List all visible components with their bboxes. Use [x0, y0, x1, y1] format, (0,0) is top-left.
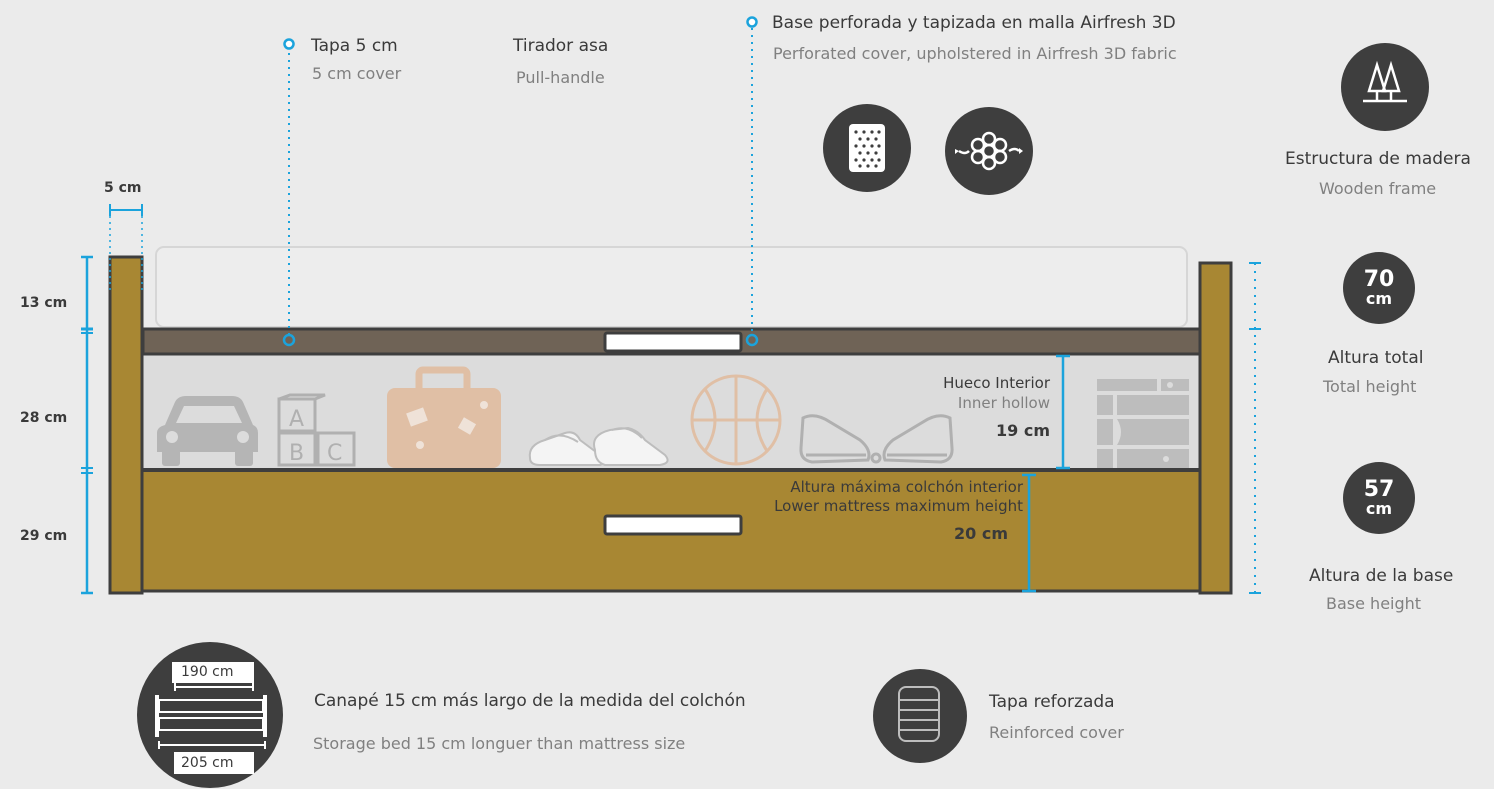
svg-text:B: B	[289, 441, 304, 466]
base-label: Base perforada y tapizada en malla Airfr…	[772, 13, 1176, 33]
inner-hollow-label-en: Inner hollow	[957, 394, 1050, 412]
slippers-icon	[528, 426, 669, 466]
lower-mattress-value: 20 cm	[954, 524, 1008, 543]
bed-length-label: 205 cm	[181, 755, 234, 771]
length-label: Canapé 15 cm más largo de la medida del …	[314, 691, 746, 711]
cover-label: Tapa 5 cm	[311, 36, 398, 56]
base-height-value: 57	[1363, 477, 1395, 502]
total-height-value: 70	[1363, 267, 1395, 292]
books-icon	[1097, 379, 1189, 468]
airflow-icon	[945, 107, 1033, 195]
suitcase-icon	[387, 366, 501, 468]
handle-label-en: Pull-handle	[516, 68, 605, 87]
hollow-section-label: 28 cm	[20, 410, 68, 426]
right-leg	[1198, 261, 1233, 595]
lower-mattress-label: Altura máxima colchón interior	[790, 478, 1023, 496]
reinforced-cover-icon	[873, 669, 967, 763]
base-height-label-en: Base height	[1326, 594, 1422, 613]
base-label-en: Perforated cover, upholstered in Airfres…	[773, 44, 1177, 63]
mattress-length-label: 190 cm	[181, 664, 234, 680]
reinforced-label: Tapa reforzada	[989, 692, 1115, 712]
reinforced-label-en: Reinforced cover	[989, 723, 1124, 742]
base-height-badge: 57 cm	[1343, 462, 1415, 534]
lid-handle	[603, 331, 743, 353]
mattress	[155, 246, 1188, 328]
lower-mattress-label-en: Lower mattress maximum height	[774, 497, 1023, 515]
length-label-en: Storage bed 15 cm longuer than mattress …	[313, 734, 686, 753]
leg-width-label: 5 cm	[104, 180, 142, 196]
base-height-label: Altura de la base	[1309, 566, 1454, 586]
base-height-unit: cm	[1365, 499, 1393, 518]
mattress-height-label: 13 cm	[20, 295, 68, 311]
tree-icon	[1341, 43, 1429, 131]
total-height-label: Altura total	[1328, 348, 1424, 368]
frame-label: Estructura de madera	[1285, 149, 1471, 169]
perforated-fabric-icon	[823, 104, 911, 192]
frame-label-en: Wooden frame	[1319, 179, 1437, 198]
handle-label: Tirador asa	[513, 36, 609, 56]
total-height-badge: 70 cm	[1343, 252, 1415, 324]
svg-text:C: C	[327, 441, 342, 466]
basketball-icon	[690, 374, 782, 466]
inner-hollow-label: Hueco Interior	[943, 374, 1050, 392]
total-height-label-en: Total height	[1323, 377, 1417, 396]
toy-blocks-icon: A B C	[277, 393, 356, 467]
left-leg	[108, 255, 144, 595]
bed-length-icon: 190 cm 205 cm	[137, 642, 283, 788]
drawer-handle	[603, 514, 743, 536]
cover-label-en: 5 cm cover	[312, 64, 402, 83]
total-height-unit: cm	[1365, 289, 1393, 308]
car-icon	[157, 396, 258, 466]
svg-text:A: A	[289, 407, 304, 432]
inner-hollow-value: 19 cm	[996, 421, 1050, 440]
drawer-section-label: 29 cm	[20, 528, 68, 544]
sneakers-icon	[799, 414, 954, 464]
